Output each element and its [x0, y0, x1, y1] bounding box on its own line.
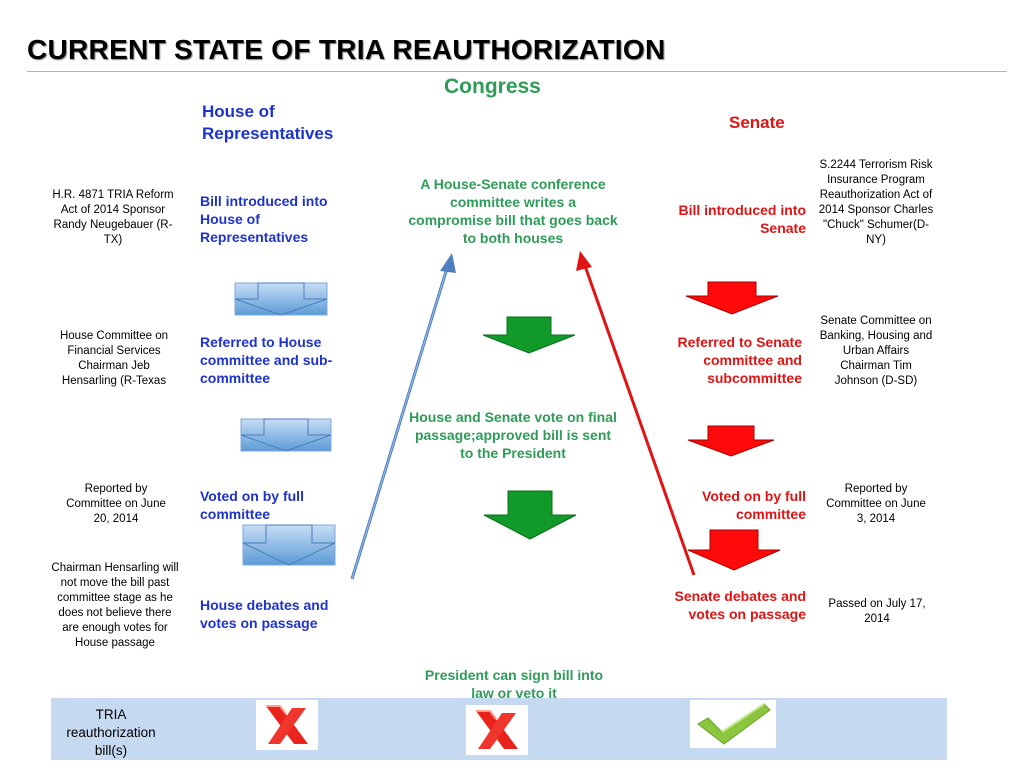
house-arrow-1 — [234, 282, 328, 316]
diagonal-arrows — [350, 251, 696, 580]
center-green-arrow-1 — [482, 316, 576, 354]
house-step-debates: House debates and votes on passage — [200, 597, 329, 631]
president-text: President can sign bill into law or veto… — [424, 667, 604, 701]
house-step-voted: Voted on by full committee — [200, 488, 304, 522]
house-note-committee: House Committee on Financial Services Ch… — [59, 330, 169, 387]
senate-arrow-3 — [687, 529, 781, 571]
senate-arrow-2 — [687, 425, 775, 457]
house-heading: House of Representatives — [202, 102, 334, 143]
house-step-referred: Referred to House committee and sub-comm… — [200, 334, 333, 386]
senate-note-passed: Passed on July 17, 2014 — [828, 598, 926, 625]
house-note-hensarling: Chairman Hensarling will not move the bi… — [51, 562, 179, 649]
house-step-introduced: Bill introduced into House of Representa… — [200, 193, 328, 245]
senate-step-referred: Referred to Senate committee and subcomm… — [677, 334, 802, 386]
house-note-bill: H.R. 4871 TRIA Reform Act of 2014 Sponso… — [52, 189, 174, 246]
senate-note-reported: Reported by Committee on June 3, 2014 — [826, 483, 926, 525]
house-arrow-3 — [242, 524, 336, 566]
center-x-mark-icon — [466, 705, 528, 755]
senate-step-introduced: Bill introduced into Senate — [678, 202, 806, 236]
senate-step-voted: Voted on by full committee — [702, 488, 806, 522]
title-divider — [27, 71, 1007, 72]
page-title: CURRENT STATE OF TRIA REAUTHORIZATION — [27, 34, 666, 65]
conference-committee-text: A House-Senate conference committee writ… — [408, 176, 618, 246]
house-note-reported: Reported by Committee on June 20, 2014 — [66, 483, 166, 525]
red-arrowhead — [576, 251, 592, 271]
blue-arrowhead — [440, 253, 456, 273]
senate-arrow-1 — [685, 281, 779, 315]
center-green-arrow-2 — [483, 490, 577, 540]
senate-check-mark-icon — [690, 700, 776, 748]
congress-heading: Congress — [444, 75, 541, 98]
house-x-mark-icon — [256, 700, 318, 750]
status-band-label: TRIA reauthorization bill(s) — [66, 707, 156, 758]
senate-step-debates: Senate debates and votes on passage — [674, 588, 807, 622]
final-vote-text: House and Senate vote on final passage;a… — [409, 409, 617, 461]
senate-note-committee: Senate Committee on Banking, Housing and… — [819, 315, 933, 387]
senate-heading: Senate — [729, 113, 785, 132]
house-arrow-2 — [240, 418, 332, 452]
senate-note-bill: S.2244 Terrorism Risk Insurance Program … — [818, 159, 934, 246]
